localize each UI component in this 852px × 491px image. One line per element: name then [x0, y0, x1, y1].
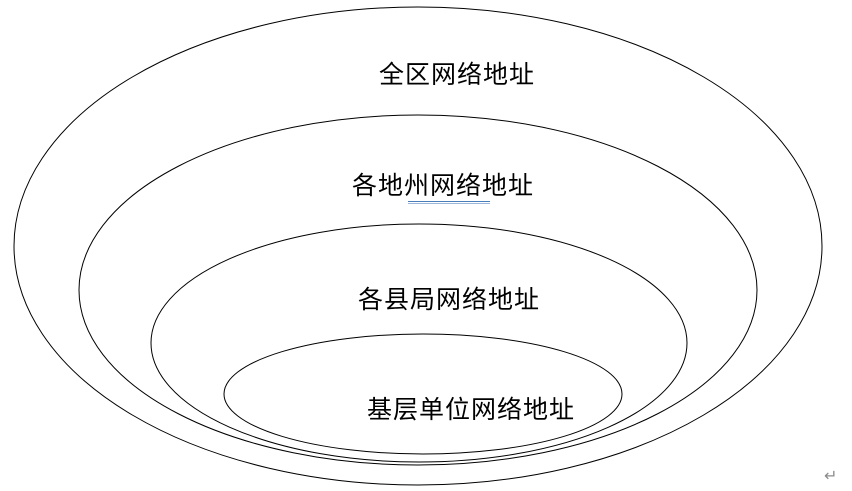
ellipse-grassroots	[223, 333, 623, 455]
label-prefecture-address: 各地州网络地址	[352, 171, 535, 200]
label-county-address: 各县局网络地址	[358, 285, 541, 314]
spellcheck-underline	[408, 201, 490, 202]
ellipse-region	[13, 6, 823, 486]
label-grassroots-address: 基层单位网络地址	[367, 395, 576, 424]
ellipse-prefecture	[78, 114, 758, 466]
ellipse-county	[150, 223, 688, 463]
spellcheck-underline-secondary	[408, 203, 490, 204]
paragraph-mark-icon: ↵	[824, 466, 838, 485]
label-region-address: 全区网络地址	[379, 60, 536, 89]
